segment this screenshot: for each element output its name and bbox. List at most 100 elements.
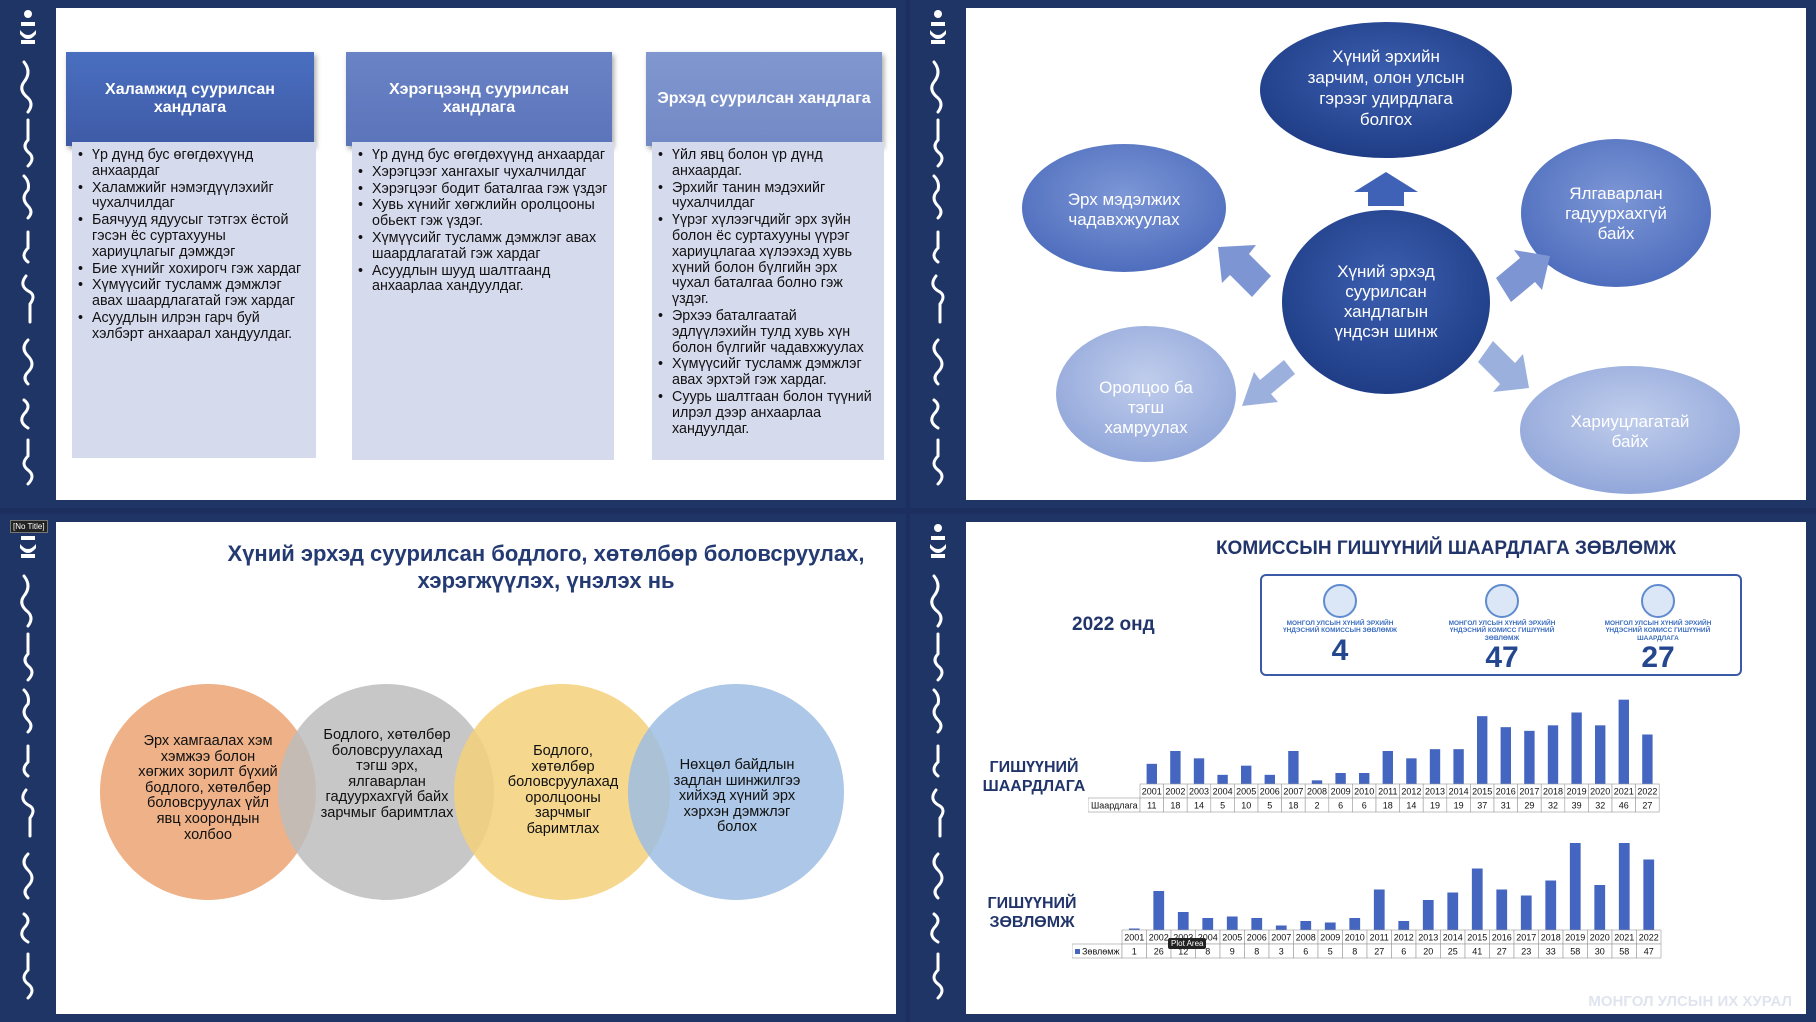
list-item: Хүмүүсийг тусламж дэмжлэг авах шаардлага…: [76, 278, 310, 310]
commission-emblem-icon: [1323, 584, 1357, 618]
data-label: 32: [1548, 801, 1558, 811]
left-principle-ellipse: [1022, 144, 1226, 272]
bar: [1153, 891, 1165, 930]
data-label: 14: [1406, 801, 1416, 811]
slide4-title: КОМИССЫН ГИШҮҮНИЙ ШААРДЛАГА ЗӨВЛӨМЖ: [1215, 538, 1677, 559]
data-label: 18: [1170, 801, 1180, 811]
bar: [1477, 716, 1488, 784]
list-item: Эрхээ баталгаатай эдлүүлэхийн тулд хувь …: [656, 308, 878, 356]
list-item: Үр дүнд бус өгөгдөхүүнд анхаардаг: [76, 147, 310, 180]
stat-member-demand: МОНГОЛ УЛСЫН ХҮНИЙ ЭРХИЙН ҮНДЭСНИЙ КОМИС…: [1588, 584, 1728, 674]
mongolian-script-sidebar: [0, 514, 56, 1022]
stat-org-label: МОНГОЛ УЛСЫН ХҮНИЙ ЭРХИЙН ҮНДЭСНИЙ КОМИС…: [1282, 620, 1398, 635]
data-label: 5: [1220, 801, 1225, 811]
bar: [1406, 758, 1417, 784]
bottom-right-principle-ellipse: [1520, 366, 1740, 494]
list-item: Бие хүнийг хохирогч гэж хардаг: [76, 261, 310, 278]
bottom-right-principle-text: Хариуцлагатай байх: [1570, 412, 1690, 451]
bottom-left-principle-text: Оролцоо ба тэгш хамруулах: [1099, 378, 1193, 437]
slide3-canvas: Хүний эрхэд суурилсан бодлого, хөтөлбөр …: [56, 522, 896, 1014]
x-tick-label: 2004: [1213, 787, 1233, 797]
bar: [1359, 773, 1370, 784]
commission-emblem-icon: [1641, 584, 1675, 618]
list-item: Баячууд ядуусыг тэтгэх ёстой гэсэн ёс су…: [76, 212, 310, 260]
x-tick-label: 2016: [1496, 787, 1516, 797]
venn-text-4: Нөхцөл байдлын задлан шинжилгээ хийхэд х…: [673, 757, 801, 836]
x-tick-label: 2016: [1492, 933, 1512, 943]
data-label: 1: [1132, 947, 1137, 957]
list-item: Үйл явц болон үр дүнд анхаардаг.: [656, 147, 878, 180]
mongolian-script-sidebar: [0, 0, 56, 508]
data-label: 58: [1619, 947, 1629, 957]
list-item: Эрхийг танин мэдэхийг чухалчилдаг: [656, 180, 878, 213]
slide-policy-development: [No Title] Хүний эрхэд суурилсан бодлого…: [0, 514, 906, 1022]
bar: [1453, 749, 1464, 784]
bar: [1496, 889, 1508, 930]
bar: [1193, 758, 1205, 784]
arrow-left-icon: [1218, 245, 1271, 297]
slide4-canvas: КОМИССЫН ГИШҮҮНИЙ ШААРДЛАГА ЗӨВЛӨМЖ 20 2 2…: [966, 522, 1806, 1014]
x-tick-label: 2013: [1425, 787, 1445, 797]
data-label: 26: [1154, 947, 1164, 957]
venn-diagram: [100, 684, 844, 900]
x-tick-label: 2019: [1567, 787, 1587, 797]
mongolian-script-sidebar: [910, 514, 966, 1022]
legend-key: [1075, 949, 1080, 954]
venn-text-2: Бодлого, хөтөлбөр боловсруулахад тэгш эр…: [320, 727, 454, 821]
bar: [1571, 712, 1582, 784]
bar: [1217, 774, 1228, 784]
bar: [1241, 765, 1252, 784]
bar: [1264, 774, 1275, 784]
bar: [1447, 892, 1459, 930]
x-tick-label: 2013: [1418, 933, 1438, 943]
list-item: Хүмүүсийг тусламж дэмжлэг авах шаардлага…: [356, 230, 608, 263]
arrow-down-right-icon: [1478, 341, 1529, 392]
list-item: Үр дүнд бус өгөгдөхүүнд анхаардаг: [356, 147, 608, 164]
x-tick-label: 2021: [1614, 933, 1634, 943]
x-tick-label: 2009: [1320, 933, 1340, 943]
x-tick-label: 2005: [1222, 933, 1242, 943]
data-label: 19: [1430, 801, 1440, 811]
data-label: 30: [1595, 947, 1605, 957]
slide3-title-line2: хэрэгжүүлэх, үнэлэх нь: [417, 568, 675, 593]
top-principle-text: Хүний эрхийн зарчим, олон улсын гэрээг у…: [1307, 47, 1465, 129]
list-item: Халамжийг нэмэгдүүлэхийг чухалчилдаг: [76, 180, 310, 213]
data-label: 2: [1314, 801, 1319, 811]
left-principle-text: Эрх мэдэлжих чадавхжуулах: [1067, 190, 1181, 229]
needs-approach-body: Үр дүнд бус өгөгдөхүүнд анхаардаг Хэрэгц…: [352, 142, 614, 460]
data-label: 6: [1401, 947, 1406, 957]
bar: [1349, 918, 1361, 930]
venn-text-1: Эрх хамгаалах хэм хэмжээ болон хөгжих зо…: [138, 733, 278, 843]
venn-circle-4: [628, 684, 844, 900]
venn-circle-3: [454, 684, 670, 900]
x-tick-label: 2001: [1124, 933, 1144, 943]
data-label: 18: [1288, 801, 1298, 811]
x-tick-label: 2005: [1236, 787, 1256, 797]
data-label: 20: [1423, 947, 1433, 957]
slide3-title-line1: Хүний эрхэд суурилсан бодлого, хөтөлбөр …: [227, 541, 865, 566]
value-cell: [1635, 797, 1660, 813]
bar: [1146, 763, 1157, 784]
data-label: 29: [1524, 801, 1534, 811]
x-tick-label: 2014: [1449, 787, 1469, 797]
bar: [1128, 928, 1140, 930]
bar: [1226, 916, 1238, 930]
bar: [1311, 780, 1323, 784]
data-label: 3: [1279, 947, 1284, 957]
data-label: 58: [1570, 947, 1580, 957]
x-tick-label: 2011: [1378, 787, 1397, 797]
arrow-up-icon: [1354, 172, 1418, 206]
x-tick-label: 2007: [1271, 933, 1291, 943]
principles-diagram: [1022, 22, 1740, 494]
x-tick-label: 2004: [1198, 933, 1218, 943]
right-principle-text: Ялгаварлан гадуурхахгүй байх: [1565, 184, 1667, 243]
no-title-tag: [No Title]: [10, 520, 48, 533]
data-label: 32: [1595, 801, 1605, 811]
data-label: 8: [1352, 947, 1357, 957]
slide-commission-stats: КОМИССЫН ГИШҮҮНИЙ ШААРДЛАГА ЗӨВЛӨМЖ 20 2 2…: [910, 514, 1816, 1022]
stat-org-label: МОНГОЛ УЛСЫН ХҮНИЙ ЭРХИЙН ҮНДЭСНИЙ КОМИС…: [1448, 620, 1556, 642]
rights-approach-header: Эрхэд суурилсан хандлага: [646, 52, 882, 146]
arrow-right-icon: [1496, 250, 1550, 302]
center-text: Хүний эрхэд суурилсан хандлагын үндсэн ш…: [1334, 262, 1438, 341]
stat-org-label: МОНГОЛ УЛСЫН ХҮНИЙ ЭРХИЙН ҮНДЭСНИЙ КОМИС…: [1604, 620, 1712, 642]
